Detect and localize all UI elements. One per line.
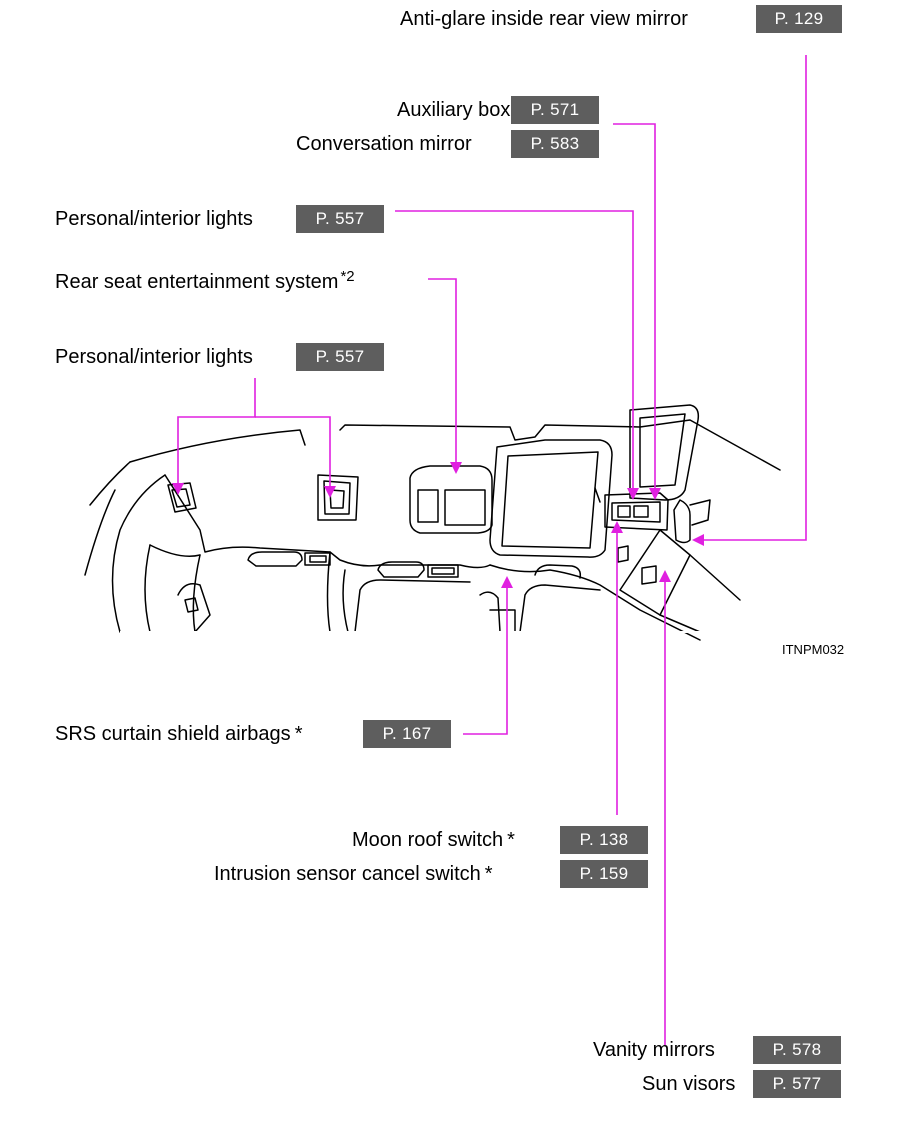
- callout-intrusion-star: *: [484, 863, 493, 885]
- callout-personal2-page[interactable]: P. 557: [296, 343, 384, 371]
- callout-moonroof-star: *: [507, 829, 515, 851]
- callout-intrusion-page[interactable]: P. 159: [560, 860, 648, 888]
- callout-vanity-page[interactable]: P. 578: [753, 1036, 841, 1064]
- callout-srs-text: SRS curtain shield airbags: [55, 723, 291, 745]
- callout-convmirror-label: Conversation mirror: [296, 133, 472, 155]
- callout-moonroof-page[interactable]: P. 138: [560, 826, 648, 854]
- callout-vanity-label: Vanity mirrors: [593, 1039, 715, 1061]
- callout-srs-star: *: [294, 723, 303, 745]
- callout-personal2-label: Personal/interior lights: [55, 346, 253, 368]
- callout-rse-label: Rear seat entertainment system*2: [55, 268, 355, 296]
- callout-moonroof-label: Moon roof switch*: [352, 828, 515, 852]
- callout-moonroof-text: Moon roof switch: [352, 829, 504, 851]
- callout-auxbox-label: Auxiliary box: [397, 99, 511, 121]
- callout-antiglare-label: Anti-glare inside rear view mirror: [400, 8, 688, 30]
- callout-srs-label: SRS curtain shield airbags*: [55, 722, 302, 746]
- callout-intrusion-text: Intrusion sensor cancel switch: [214, 863, 481, 885]
- callout-personal1-page[interactable]: P. 557: [296, 205, 384, 233]
- callout-srs-page[interactable]: P. 167: [363, 720, 451, 748]
- callout-convmirror-page[interactable]: P. 583: [511, 130, 599, 158]
- callout-antiglare-page[interactable]: P. 129: [756, 5, 842, 33]
- callout-rse-text: Rear seat entertainment system: [55, 271, 339, 293]
- callout-sunvisors-page[interactable]: P. 577: [753, 1070, 841, 1098]
- callout-personal1-label: Personal/interior lights: [55, 208, 253, 230]
- image-code: ITNPM032: [782, 642, 845, 657]
- callout-sunvisors-label: Sun visors: [642, 1073, 736, 1095]
- callout-auxbox-page[interactable]: P. 571: [511, 96, 599, 124]
- callout-intrusion-label: Intrusion sensor cancel switch*: [214, 862, 493, 886]
- callout-rse-sup: *2: [340, 268, 355, 285]
